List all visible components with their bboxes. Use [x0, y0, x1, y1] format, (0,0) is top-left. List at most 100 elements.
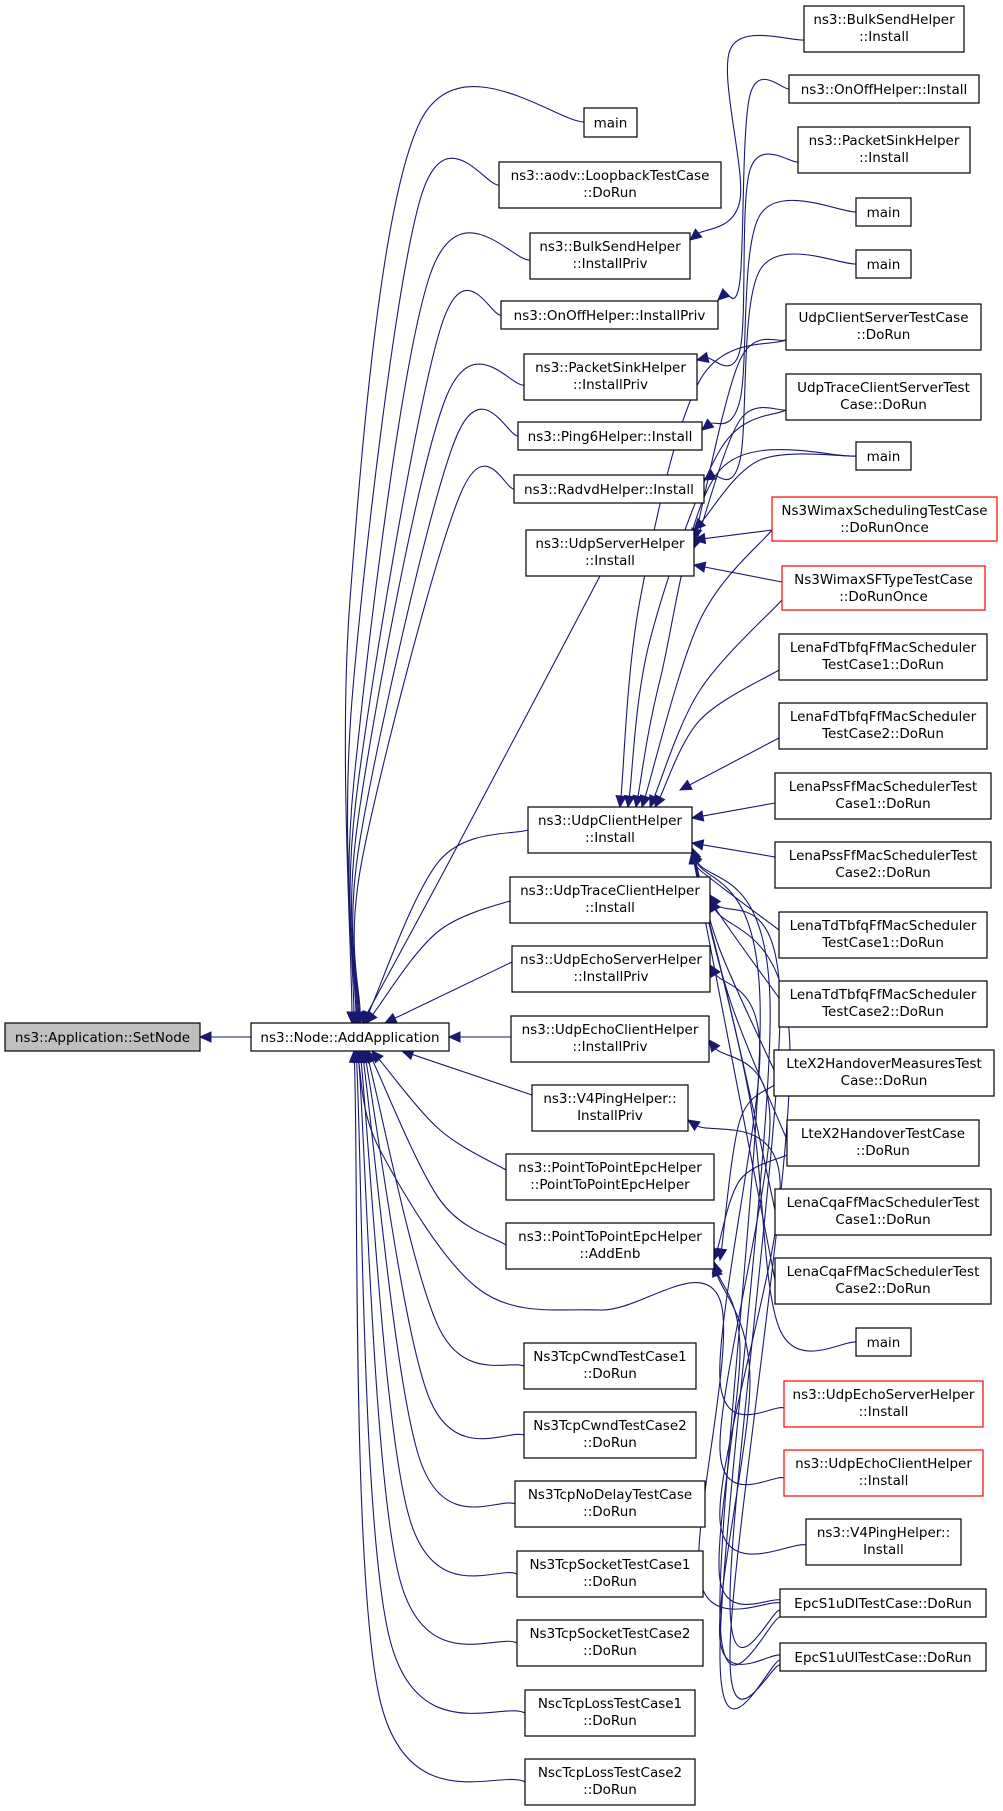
node-ptpctor[interactable]: ns3::PointToPointEpcHelper::PointToPoint… [505, 1153, 715, 1201]
arrowhead [695, 351, 710, 364]
node-label-line: ns3::aodv::LoopbackTestCase [511, 168, 710, 184]
node-box [505, 1153, 715, 1201]
node-p6i[interactable]: ns3::Ping6Helper::Install [517, 421, 703, 451]
node-uesi[interactable]: ns3::UdpEchoServerHelper::Install [783, 1380, 984, 1428]
node-m3[interactable]: main [855, 249, 912, 279]
edge-m5-to-uci [688, 850, 857, 1352]
node-label-line: ::DoRun [583, 1782, 637, 1798]
node-box [513, 474, 705, 504]
node-nsc2[interactable]: NscTcpLossTestCase2::DoRun [524, 1758, 696, 1806]
node-box [531, 1084, 689, 1132]
edge-wsch-to-uci [639, 529, 773, 809]
edge-aodv-to-addapp [346, 157, 500, 1025]
node-usi[interactable]: ns3::UdpServerHelper::Install [525, 529, 695, 577]
node-m4[interactable]: main [855, 441, 912, 471]
node-label-line: Ns3TcpNoDelayTestCase [528, 1487, 692, 1503]
node-box [778, 702, 988, 750]
node-v4ip[interactable]: ns3::V4PingHelper::InstallPriv [531, 1084, 689, 1132]
node-tnd[interactable]: Ns3TcpNoDelayTestCase::DoRun [514, 1480, 706, 1528]
node-s1ul[interactable]: EpcS1uUlTestCase::DoRun [779, 1642, 987, 1672]
node-psi[interactable]: ns3::PacketSinkHelper::Install [797, 126, 971, 174]
node-box [516, 1619, 704, 1667]
node-label-line: Case2::DoRun [835, 1281, 930, 1297]
node-box [524, 1689, 696, 1737]
node-tso2[interactable]: Ns3TcpSocketTestCase2::DoRun [516, 1619, 704, 1667]
node-bsi[interactable]: ns3::BulkSendHelper::Install [803, 5, 965, 53]
node-tcw2[interactable]: Ns3TcpCwndTestCase2::DoRun [523, 1411, 697, 1459]
node-box [527, 806, 693, 854]
node-label-line: ::InstallPriv [573, 1039, 648, 1055]
node-bsip[interactable]: ns3::BulkSendHelper::InstallPriv [529, 232, 691, 280]
node-lx2[interactable]: LteX2HandoverTestCase::DoRun [786, 1119, 980, 1167]
node-label-line: LenaFdTbfqFfMacScheduler [790, 709, 977, 725]
node-label-line: EpcS1uDlTestCase::DoRun [794, 1596, 972, 1612]
node-ooi[interactable]: ns3::OnOffHelper::Install [788, 74, 980, 104]
node-wsft[interactable]: Ns3WimaxSFTypeTestCase::DoRunOnce [781, 565, 986, 611]
node-ooip[interactable]: ns3::OnOffHelper::InstallPriv [500, 300, 719, 330]
node-box [855, 197, 912, 227]
node-aodv[interactable]: ns3::aodv::LoopbackTestCase::DoRun [498, 161, 722, 209]
node-box [774, 772, 992, 820]
node-box [523, 1342, 697, 1390]
node-label-line: Case::DoRun [841, 1073, 928, 1089]
node-tso1[interactable]: Ns3TcpSocketTestCase1::DoRun [516, 1550, 704, 1598]
node-nsc1[interactable]: NscTcpLossTestCase1::DoRun [524, 1689, 696, 1737]
node-uesip[interactable]: ns3::UdpEchoServerHelper::InstallPriv [511, 945, 711, 993]
arrowhead [353, 1049, 365, 1064]
node-setnode: ns3::Application::SetNode [4, 1022, 201, 1052]
node-label-line: LenaCqaFfMacSchedulerTest [787, 1195, 980, 1211]
node-tcw1[interactable]: Ns3TcpCwndTestCase1::DoRun [523, 1342, 697, 1390]
arrowhead [686, 1119, 701, 1132]
edge-p6i-to-addapp [352, 408, 519, 1025]
node-psip[interactable]: ns3::PacketSinkHelper::InstallPriv [523, 353, 698, 401]
node-m5[interactable]: main [855, 1327, 912, 1357]
node-label-line: ::DoRun [583, 1366, 637, 1382]
node-label-line: ::InstallPriv [573, 256, 648, 272]
node-label-line: main [867, 205, 901, 221]
arrowhead [623, 794, 636, 809]
node-ueci[interactable]: ns3::UdpEchoClientHelper::Install [783, 1449, 984, 1497]
node-utci[interactable]: ns3::UdpTraceClientHelper::Install [509, 876, 711, 924]
arrowhead [678, 779, 693, 791]
node-label-line: ns3::BulkSendHelper [539, 239, 681, 255]
node-ucstc[interactable]: UdpClientServerTestCase::DoRun [785, 303, 982, 351]
node-ptpenb[interactable]: ns3::PointToPointEpcHelper::AddEnb [505, 1222, 715, 1270]
node-label-line: main [594, 116, 628, 132]
node-label-line: LenaTdTbfqFfMacScheduler [790, 918, 977, 934]
node-label-line: ns3::PacketSinkHelper [535, 360, 686, 376]
arrowhead [701, 418, 715, 431]
edge-ooip-to-addapp [349, 289, 502, 1025]
node-v4i[interactable]: ns3::V4PingHelper::Install [805, 1518, 962, 1566]
node-m2[interactable]: main [855, 197, 912, 227]
nodes-layer: ns3::Application::SetNode ns3::Node::AddA… [4, 5, 998, 1806]
arrowhead [690, 839, 705, 851]
node-label-line: ::DoRun [583, 1435, 637, 1451]
node-rai[interactable]: ns3::RadvdHelper::Install [513, 474, 705, 504]
node-label-line: Ns3TcpSocketTestCase2 [529, 1626, 690, 1642]
node-uci[interactable]: ns3::UdpClientHelper::Install [527, 806, 693, 854]
node-label-line: ns3::Node::AddApplication [260, 1030, 439, 1046]
arrowhead [708, 1039, 721, 1053]
node-wsch[interactable]: Ns3WimaxSchedulingTestCase::DoRunOnce [771, 496, 998, 542]
node-uecip[interactable]: ns3::UdpEchoClientHelper::InstallPriv [510, 1015, 710, 1063]
node-label-line: ::DoRun [856, 1143, 910, 1159]
node-m1[interactable]: main [583, 107, 638, 138]
node-addapp[interactable]: ns3::Node::AddApplication [250, 1022, 450, 1052]
node-label-line: ns3::UdpClientHelper [538, 813, 682, 829]
node-box [778, 980, 988, 1028]
node-label-line: ns3::PacketSinkHelper [809, 133, 960, 149]
node-box [514, 1480, 706, 1528]
node-box [774, 1188, 992, 1236]
node-s1dl[interactable]: EpcS1uDlTestCase::DoRun [779, 1588, 987, 1618]
